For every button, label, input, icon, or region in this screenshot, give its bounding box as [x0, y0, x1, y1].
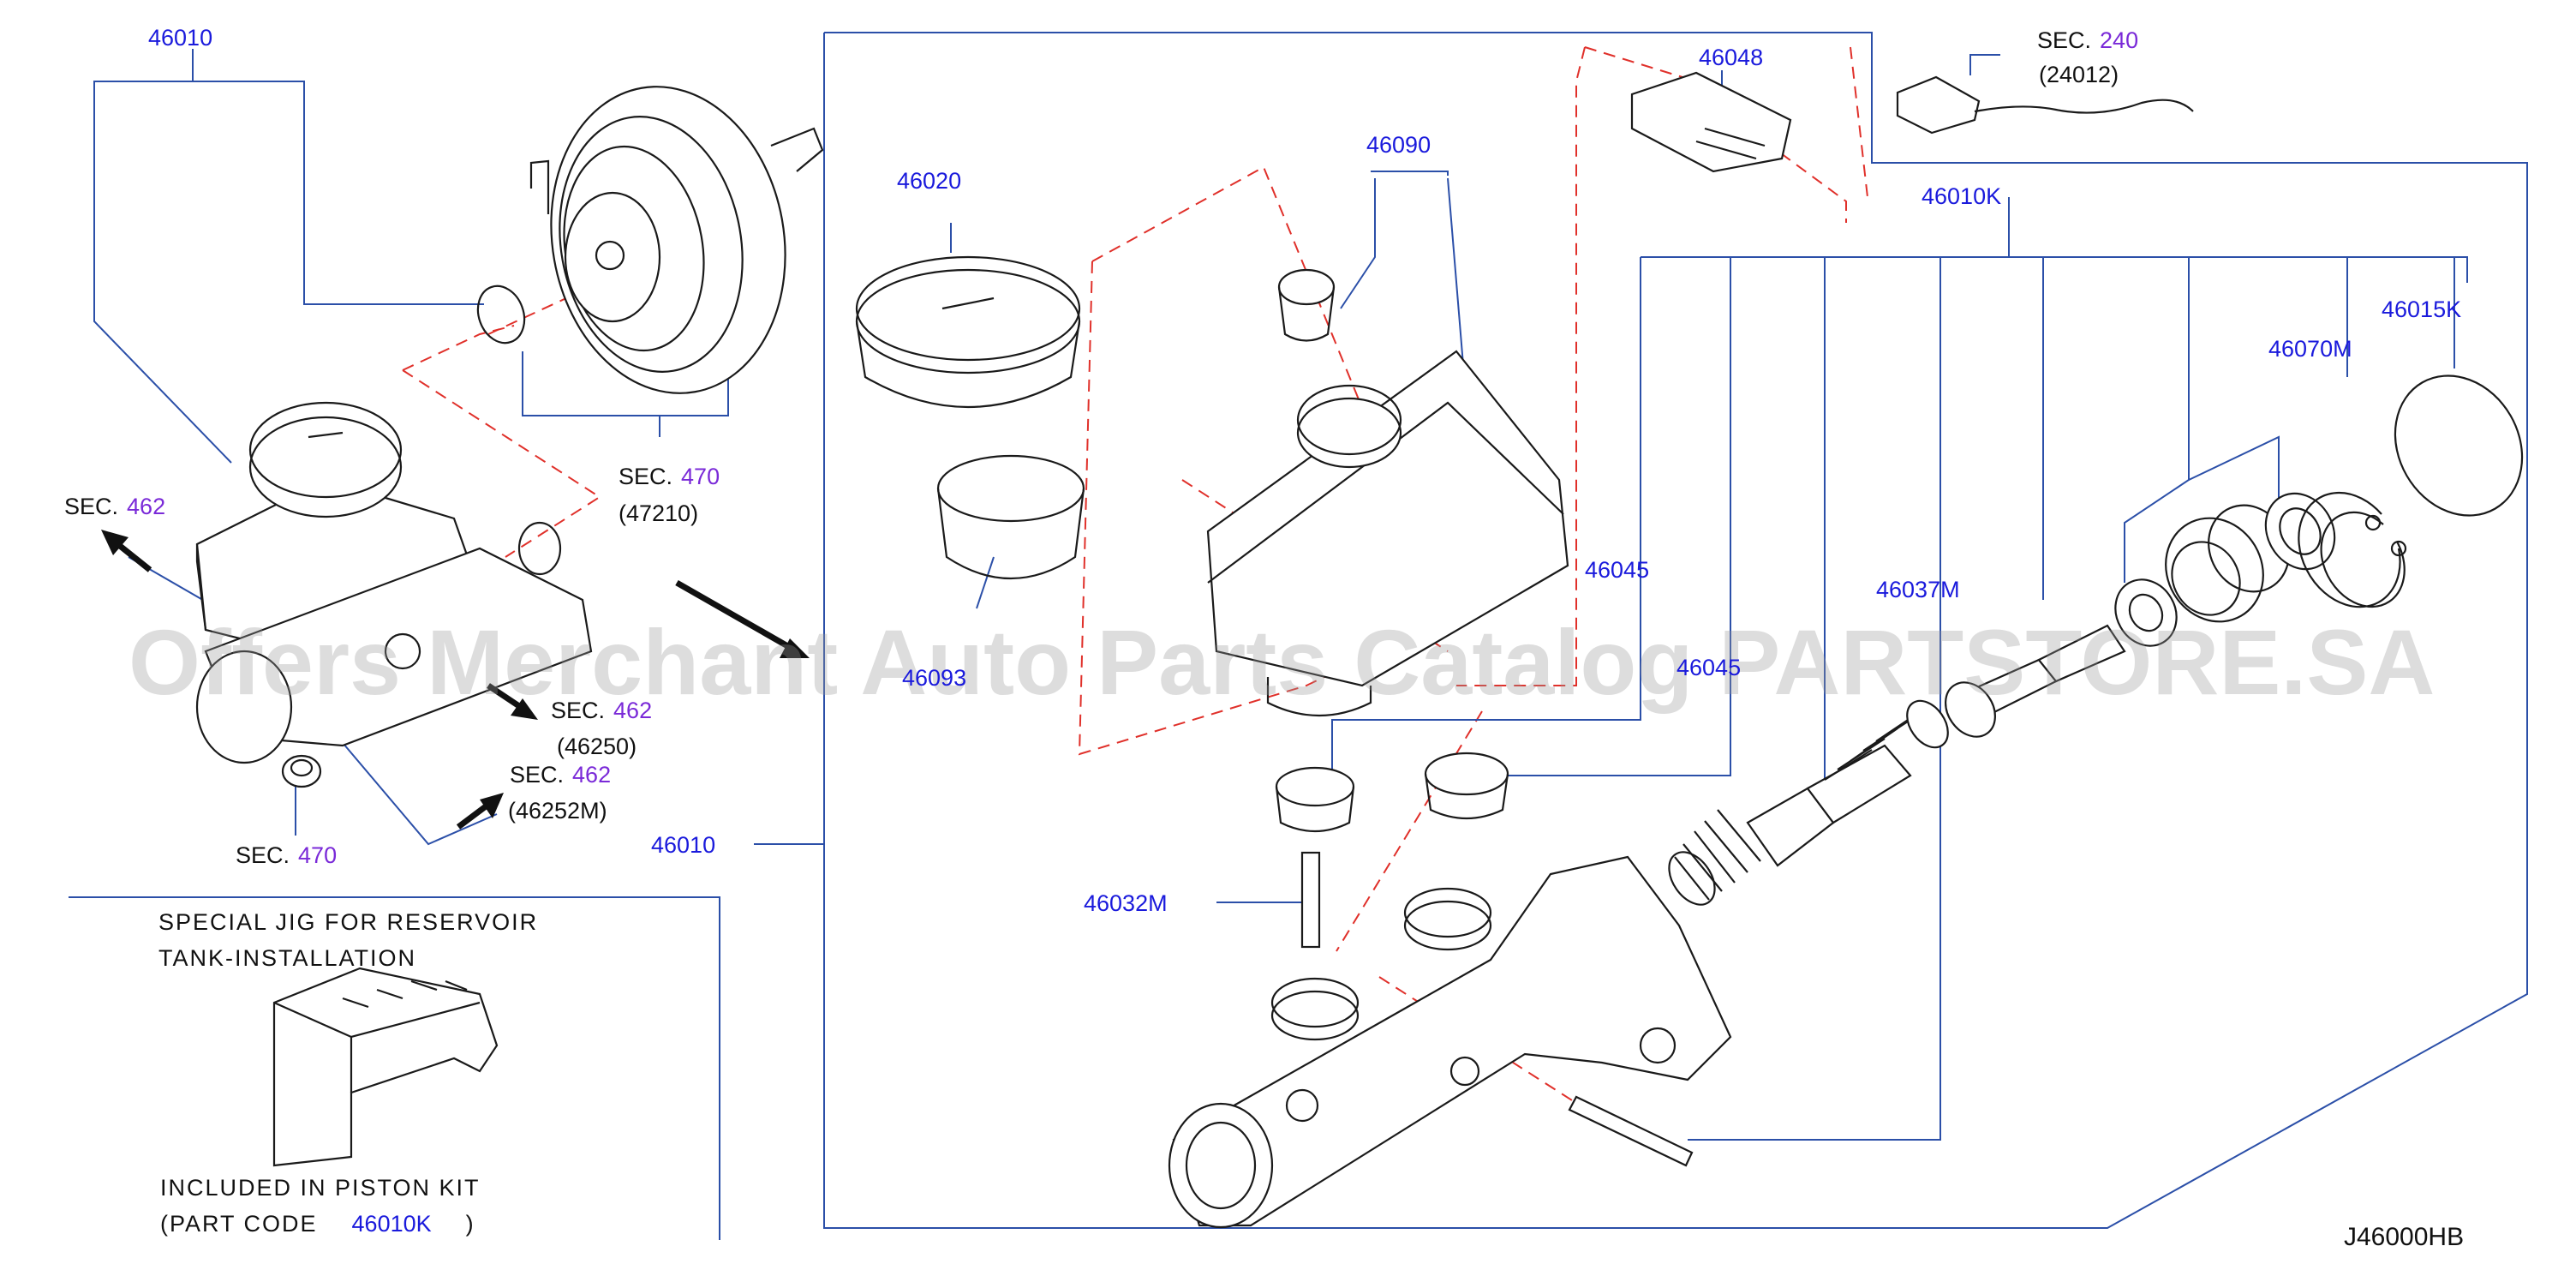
special-jig-note: SPECIAL JIG FOR RESERVOIR TANK-INSTALLAT…: [158, 909, 538, 1237]
sec-470-bottom[interactable]: SEC.470: [236, 842, 337, 868]
label-46048[interactable]: 46048: [1699, 45, 1763, 70]
sec-470-booster-code: (47210): [619, 500, 698, 526]
reservoir-cap: [855, 255, 1081, 408]
sec-462-a-code: (46250): [557, 734, 637, 759]
label-46010-top[interactable]: 46010: [148, 25, 212, 51]
note-line-1: SPECIAL JIG FOR RESERVOIR: [158, 909, 538, 935]
label-46010-mid[interactable]: 46010: [651, 832, 715, 858]
part-labels: 46010 46020 46090 46048 46010K 46015K 46…: [148, 25, 2461, 916]
sec-240-code: (24012): [2039, 62, 2119, 87]
snap-ring-46070m: [2298, 491, 2407, 608]
main-frame: [823, 32, 2528, 1229]
leader-lines: [93, 49, 2468, 1141]
sec-462-left[interactable]: SEC.462: [64, 494, 165, 519]
note-kit-code[interactable]: 46010K: [352, 1211, 432, 1237]
secondary-piston: [1746, 744, 1912, 867]
o-ring-46015k: [2394, 374, 2524, 517]
reservoir-seal-b: [1424, 752, 1509, 820]
harness-connector: [1896, 75, 2194, 135]
note-line-2: TANK-INSTALLATION: [158, 945, 416, 971]
note-frame: [69, 896, 720, 1240]
master-cylinder-assembly: [195, 401, 593, 764]
label-46020[interactable]: 46020: [897, 168, 961, 194]
secondary-piston-spring: [1668, 809, 1761, 906]
label-46093[interactable]: 46093: [902, 665, 966, 691]
sec-470-booster[interactable]: SEC.470: [619, 464, 720, 489]
nut-fitting: [281, 754, 322, 788]
label-46045-a[interactable]: 46045: [1585, 557, 1649, 583]
label-46090[interactable]: 46090: [1366, 132, 1431, 158]
sec-240[interactable]: SEC.240: [2037, 27, 2138, 53]
sensor-connector: [1630, 71, 1792, 173]
diagram-code: J46000HB: [2344, 1223, 2464, 1251]
label-46045-b[interactable]: 46045: [1676, 655, 1741, 680]
sec-462-b[interactable]: SEC.462: [510, 762, 611, 788]
direction-arrows: [101, 530, 810, 830]
strainer-filter: [936, 454, 1085, 580]
sec-462-a[interactable]: SEC.462: [551, 698, 652, 723]
piston-46037m: [1945, 624, 2126, 738]
sec-462-b-code: (46252M): [508, 798, 607, 824]
seal-washer: [2114, 578, 2178, 647]
label-46010k[interactable]: 46010K: [1922, 183, 2001, 209]
watermark: Offers Merchant Auto Parts Catalog PARTS…: [129, 610, 2435, 714]
label-46037m[interactable]: 46037M: [1876, 577, 1960, 602]
push-rod: [1568, 1095, 1694, 1167]
reservoir-tank: [1206, 350, 1569, 717]
note-line-3: INCLUDED IN PISTON KIT: [160, 1175, 481, 1201]
section-references: SEC.462 SEC.470 (47210) SEC.462 (46250) …: [64, 27, 2138, 868]
special-jig: [272, 967, 499, 1167]
primary-piston-spring: [1824, 699, 1949, 781]
brake-booster: [529, 86, 824, 394]
reservoir-seal-a: [1275, 766, 1355, 833]
level-sensor-grommet: [1277, 268, 1336, 342]
label-46015k[interactable]: 46015K: [2382, 297, 2461, 322]
label-46070m[interactable]: 46070M: [2268, 336, 2352, 362]
master-cylinder-body: [1168, 855, 1732, 1229]
pin-46032m: [1300, 851, 1321, 949]
stopper-ring: [2264, 492, 2336, 571]
label-46032m[interactable]: 46032M: [1084, 890, 1168, 916]
booster-o-ring: [476, 285, 526, 344]
